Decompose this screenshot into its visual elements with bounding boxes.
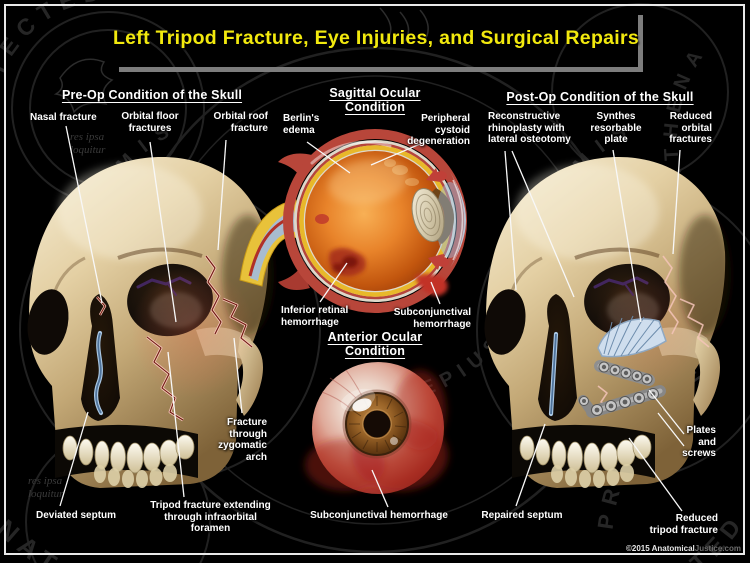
post-op-skull-art (480, 157, 731, 488)
leader-lines (59, 125, 685, 512)
leader-repaired-septum (515, 423, 546, 507)
lens (411, 188, 445, 242)
ciliary-body (426, 168, 449, 270)
label-repaired-septum: Repaired septum (481, 510, 563, 521)
label-tripod-fracture: Tripod fracture extending through infrao… (150, 500, 271, 534)
label-rhinoplasty: Reconstructive rhinoplasty with lateral … (488, 111, 571, 145)
section-header-anterior: Anterior Ocular Condition (327, 330, 423, 358)
trauma-glow (131, 266, 255, 398)
leader-plates-b (657, 412, 685, 447)
poster-title: Left Tripod Fracture, Eye Injuries, and … (112, 27, 640, 49)
label-reduced-tripod: Reduced tripod fracture (649, 513, 718, 536)
leader-rhinoplasty-a (504, 150, 517, 291)
title-box: Left Tripod Fracture, Eye Injuries, and … (112, 10, 640, 67)
pre-op-skull-art (23, 157, 274, 488)
seal-bird-decoration (53, 7, 429, 114)
label-synthes-plate: Synthes resorbable plate (590, 111, 642, 145)
leader-zygomatic-arch (233, 337, 243, 414)
anterior-chamber (436, 182, 464, 258)
leader-subconjunctival-sagittal (430, 281, 441, 305)
inferior-retinal-hemorrhage-blob (329, 248, 366, 277)
leader-orbital-floor (149, 141, 177, 323)
section-header-sagittal: Sagittal Ocular Condition (329, 86, 421, 114)
cystoid-degeneration-patch (384, 159, 419, 186)
label-nasal-fracture: Nasal fracture (30, 112, 97, 123)
leader-nasal-fracture (65, 125, 103, 304)
metal-plates-and-screws (578, 360, 666, 418)
fovea-spot (315, 214, 329, 224)
leader-rhinoplasty-b (511, 150, 575, 298)
synthes-plate (597, 315, 667, 358)
label-orbital-roof: Orbital roof fracture (213, 111, 268, 134)
berlins-edema-patch (328, 159, 408, 205)
label-plates-screws: Plates and screws (682, 425, 716, 459)
iris-band (430, 188, 455, 244)
anterior-eye-art (305, 362, 448, 494)
label-orbital-floor: Orbital floor fractures (121, 111, 179, 134)
copyright-main: ©2015 Anatomical (626, 544, 695, 553)
label-subconjunctival-sagittal: Subconjunctival hemorrhage (393, 307, 471, 330)
copyright-suffix: Justice.com (694, 544, 741, 553)
leader-orbital-roof (217, 139, 227, 251)
copyright-text: ©2015 AnatomicalJustice.com (626, 544, 741, 553)
section-header-post-op: Post-Op Condition of the Skull (506, 90, 694, 104)
leader-synthes-plate (612, 149, 642, 323)
watermark-motto: res ipsa (28, 475, 63, 487)
label-zygomatic-fracture: Fracture through zygomatic arch (218, 417, 267, 463)
watermark-motto: loquitur (28, 488, 64, 500)
catch-light (352, 398, 372, 412)
label-subconjunctival-anterior: Subconjunctival hemorrhage (310, 510, 448, 521)
section-header-pre-op: Pre-Op Condition of the Skull (61, 88, 243, 102)
leader-tripod-fracture (167, 351, 185, 498)
label-reduced-orbital: Reduced orbital fractures (669, 111, 712, 145)
leader-plates-a (648, 389, 685, 435)
leader-reduced-tripod (628, 437, 683, 512)
leader-berlins-edema (306, 141, 351, 174)
leader-deviated-septum (59, 411, 89, 507)
label-inferior-retinal: Inferior retinal hemorrhage (281, 305, 349, 328)
scleral-vessels (321, 369, 363, 409)
leader-reduced-orbital (672, 149, 681, 255)
subconjunctival-hemorrhage-blob (415, 273, 448, 296)
label-berlins-edema: Berlin's edema (283, 113, 320, 136)
sagittal-eye-art (239, 129, 467, 313)
watermark-motto: loquitur (70, 144, 106, 156)
iris-texture (349, 396, 407, 452)
fracture-lines (96, 255, 253, 422)
leader-cystoid (370, 143, 421, 166)
leader-subconjunctival-anterior (371, 469, 389, 508)
leader-inferior-retinal (319, 262, 348, 303)
pupil (363, 410, 391, 438)
label-deviated-septum: Deviated septum (36, 510, 117, 521)
label-cystoid-degeneration: Peripheral cystoid degeneration (407, 113, 470, 147)
watermark-motto: res ipsa (70, 131, 105, 143)
